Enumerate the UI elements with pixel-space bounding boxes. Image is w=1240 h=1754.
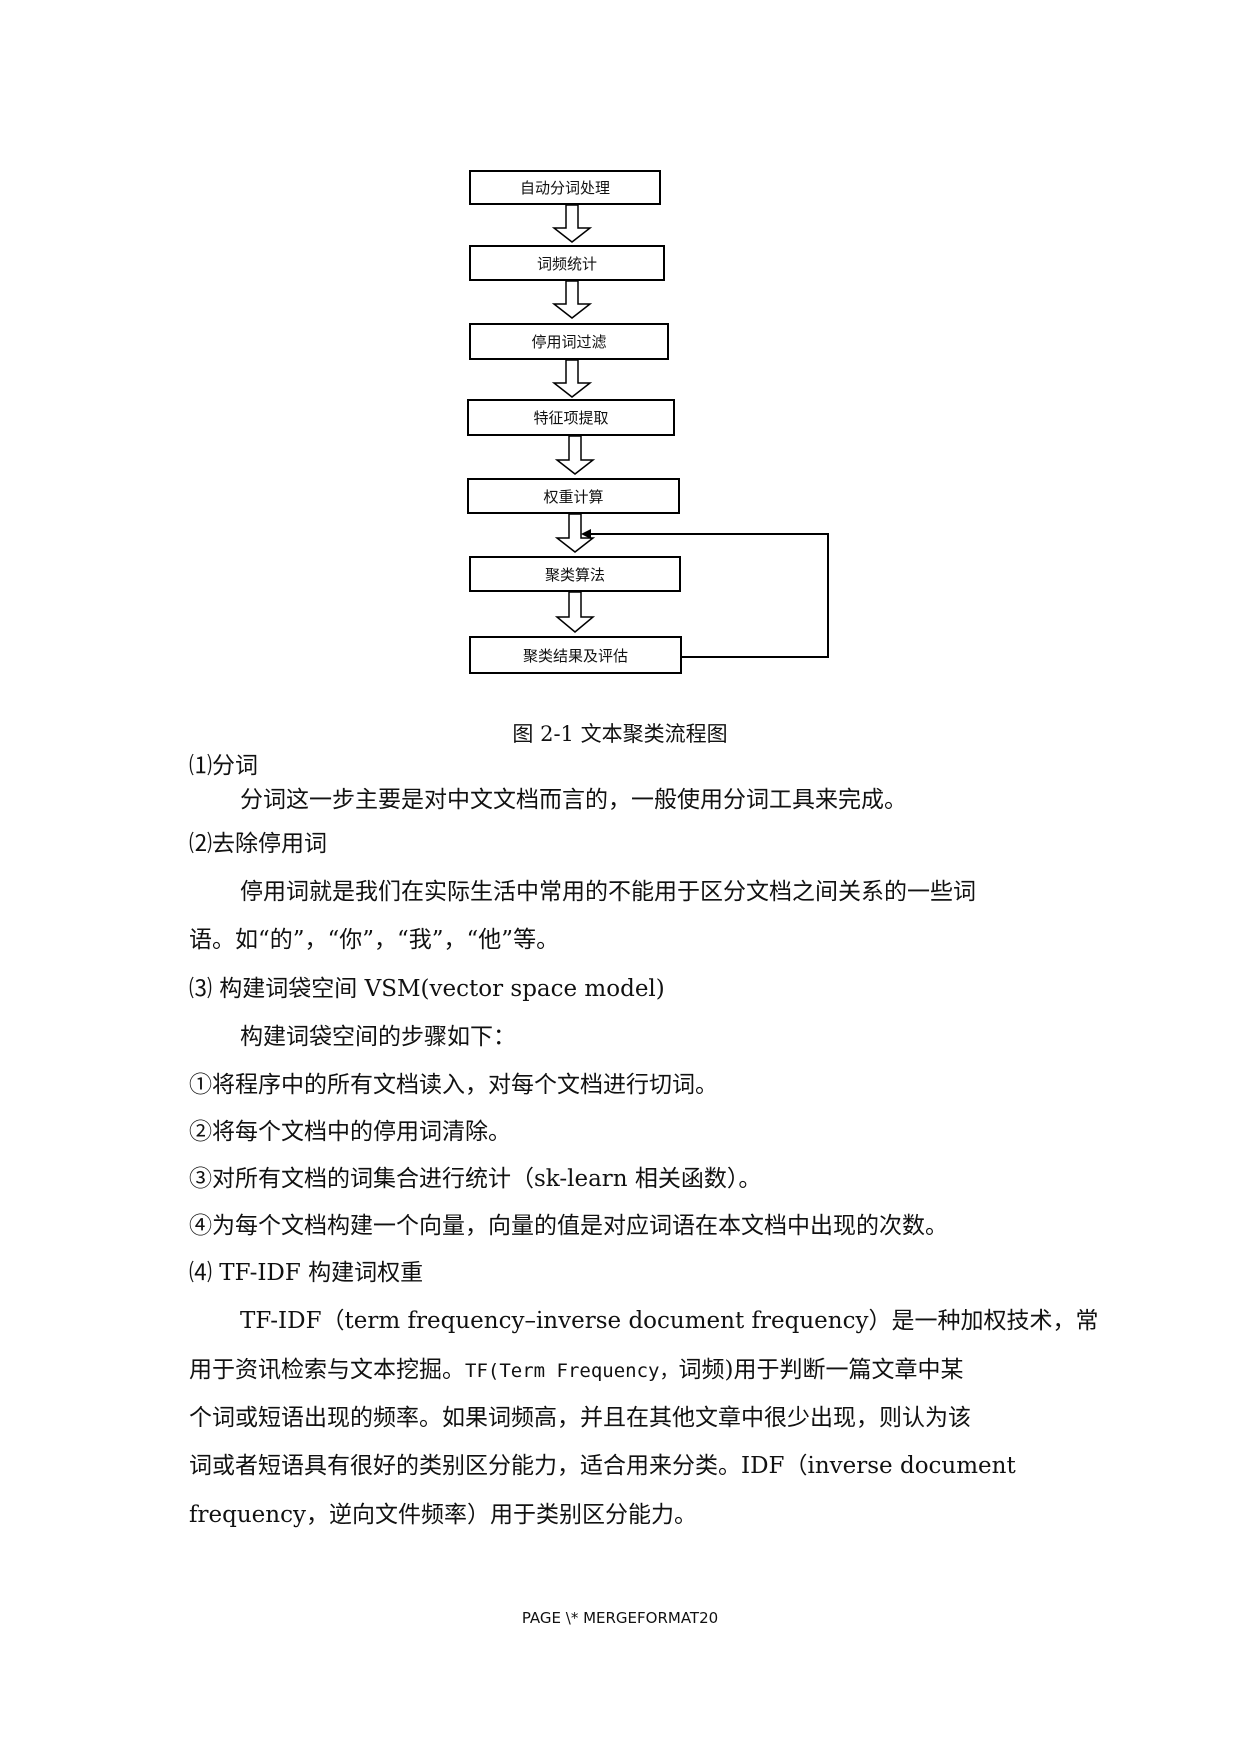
arrow-down-icon bbox=[551, 204, 593, 243]
section-4-text-line: 词或者短语具有很好的类别区分能力，适合用来分类。IDF（inverse docu… bbox=[189, 1453, 1016, 1479]
flow-step-5: 权重计算 bbox=[467, 478, 680, 514]
section-3-heading: ⑶ 构建词袋空间 VSM(vector space model) bbox=[189, 976, 665, 1002]
flow-step-1: 自动分词处理 bbox=[469, 170, 661, 205]
section-4-text-line: TF-IDF（term frequency–inverse document f… bbox=[240, 1308, 1099, 1334]
arrowhead-icon bbox=[581, 529, 591, 539]
flow-step-2: 词频统计 bbox=[469, 245, 665, 281]
arrow-down-icon bbox=[554, 513, 596, 553]
arrow-down-icon bbox=[551, 359, 593, 398]
section-2-text-line: 停用词就是我们在实际生活中常用的不能用于区分文档之间关系的一些词 bbox=[240, 879, 976, 905]
flow-step-3: 停用词过滤 bbox=[469, 323, 669, 360]
section-4-text-line: 个词或短语出现的频率。如果词频高，并且在其他文章中很少出现，则认为该 bbox=[189, 1405, 971, 1431]
flowchart-connectors bbox=[551, 204, 829, 658]
figure-caption: 图 2-1 文本聚类流程图 bbox=[512, 722, 728, 746]
section-3-step: ①将程序中的所有文档读入，对每个文档进行切词。 bbox=[189, 1072, 718, 1098]
arrow-down-icon bbox=[554, 591, 596, 633]
section-3-step: ④为每个文档构建一个向量，向量的值是对应词语在本文档中出现的次数。 bbox=[189, 1213, 948, 1239]
section-4-text-line: frequency，逆向文件频率）用于类别区分能力。 bbox=[189, 1502, 697, 1528]
section-3-intro: 构建词袋空间的步骤如下： bbox=[240, 1024, 516, 1050]
flow-step-7: 聚类结果及评估 bbox=[469, 636, 682, 674]
page-number-field: PAGE \* MERGEFORMAT20 bbox=[521, 1609, 719, 1627]
arrow-down-icon bbox=[551, 280, 593, 319]
flow-step-4: 特征项提取 bbox=[467, 399, 675, 436]
section-4-text-line: 用于资讯检索与文本挖掘。TF(Term Frequency，词频)用于判断一篇文… bbox=[189, 1357, 964, 1383]
section-1-text: 分词这一步主要是对中文文档而言的，一般使用分词工具来完成。 bbox=[240, 787, 907, 813]
section-1-heading: ⑴分词 bbox=[189, 753, 258, 779]
section-3-step: ②将每个文档中的停用词清除。 bbox=[189, 1119, 511, 1145]
flowchart: 自动分词处理 词频统计 停用词过滤 特征项提取 权重计算 聚类算法 聚类结果及评… bbox=[0, 0, 1240, 700]
arrow-down-icon bbox=[554, 435, 596, 475]
section-3-step: ③对所有文档的词集合进行统计（sk-learn 相关函数）。 bbox=[189, 1166, 762, 1192]
section-4-heading: ⑷ TF-IDF 构建词权重 bbox=[189, 1260, 424, 1286]
flow-step-6: 聚类算法 bbox=[469, 556, 681, 592]
section-2-heading: ⑵去除停用词 bbox=[189, 831, 327, 857]
section-2-text-line: 语。如“的”，“你”，“我”，“他”等。 bbox=[189, 927, 560, 953]
